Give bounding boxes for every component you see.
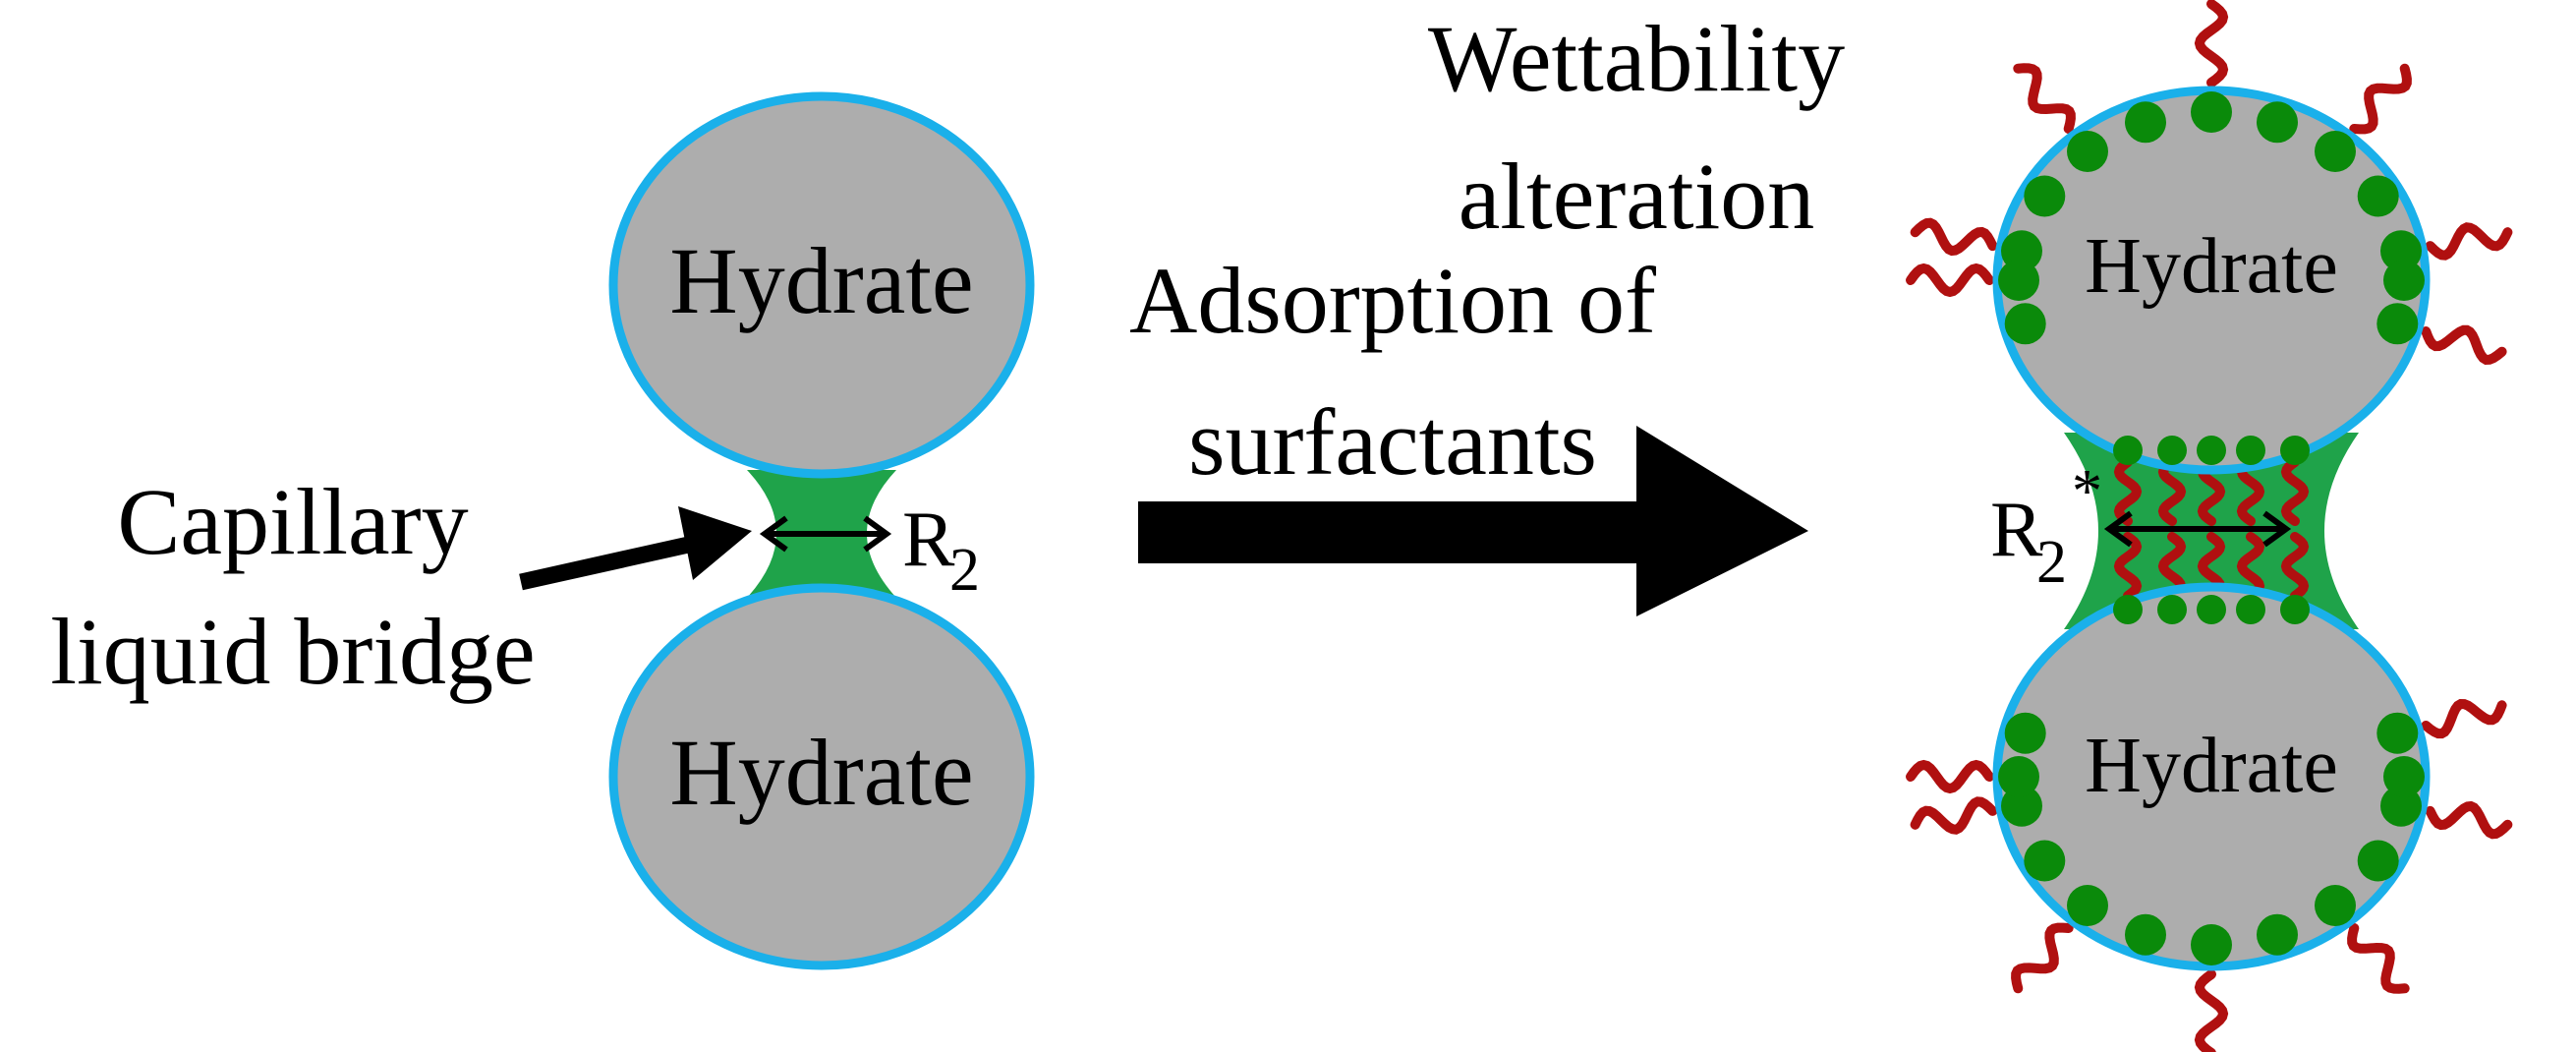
surfactant-head [2315,885,2356,926]
bridge-surfactant-tail [2280,532,2310,601]
surfactant-head [2125,101,2166,144]
bridge-surfactant-head [2197,436,2226,465]
bridge-surfactant-tail [2280,457,2310,526]
surfactant-head [2376,303,2419,345]
bridge-surfactant-head [2280,436,2310,465]
left-r2-double-arrow [759,515,892,553]
bridge-surfactant-head [2113,436,2143,465]
right-hydrate-pair: Hydrate Hydrate R 2 * [1906,0,2513,1052]
surfactant-head [2257,101,2298,144]
surfactant-tail [2194,969,2229,1052]
surfactant-head [2191,924,2232,965]
surfactant-head [1998,260,2039,301]
surfactant-tail [2421,324,2507,365]
bridge-surfactant-head [2197,595,2226,624]
surfactant-tail [1906,759,1994,794]
surfactant-tail [1910,796,1998,835]
right-r2star-subscript: 2 [2036,529,2067,596]
right-r2star-superscript: * [2072,458,2102,525]
right-hydrate-top [1992,86,2431,475]
surfactant-head [2004,712,2046,754]
surfactant-tail [2011,922,2074,994]
right-hydrate-bottom [1992,582,2431,971]
surfactant-tails [1906,0,2513,1052]
surfactant-tail [2421,698,2507,739]
surfactant-head [2004,303,2046,345]
bridge-surfactant-heads [2113,436,2310,624]
left-hydrate-pair: Hydrate Hydrate R 2 [608,91,1035,970]
left-hydrate-bottom [608,583,1035,970]
wettability-label-line1: Wettability [1428,6,1845,111]
surfactant-head [2357,175,2399,217]
surfactant-head [2067,131,2108,172]
left-hydrate-top [608,91,1035,479]
bridge-surfactant-tail [2113,457,2143,526]
process-arrow [1138,426,1808,616]
adsorption-label-line2: surfactants [1188,389,1597,495]
capillary-pointer-arrow [519,506,752,591]
capillary-label-line2: liquid bridge [50,599,535,704]
adsorption-label-line1: Adsorption of [1129,248,1656,353]
surfactant-tail [2425,222,2513,261]
bridge-surfactant-head [2236,436,2265,465]
capillary-label-line1: Capillary [117,469,468,574]
bridge-surfactant-tail [2236,532,2265,601]
surfactant-head [2257,913,2298,956]
surfactant-head [2383,756,2425,797]
surfactant-tail [2349,63,2412,135]
surfactant-tail [1906,263,1994,298]
surfactant-head [2357,840,2399,882]
right-hydrate-bottom-label: Hydrate [2085,723,2338,809]
surfactant-tail [2013,63,2076,134]
surfactant-head [2067,885,2108,926]
bridge-surfactant-tail [2157,457,2187,526]
bridge-surfactant-tail [2113,532,2143,601]
bridge-surfactant-head [2236,595,2265,624]
bridge-surfactant-head [2113,595,2143,624]
right-hydrate-top-label: Hydrate [2085,223,2338,310]
right-r2star-label: R [1990,487,2043,573]
left-hydrate-bottom-label: Hydrate [669,720,973,825]
surfactant-tail [2194,0,2229,88]
bridge-surfactant-head [2157,436,2187,465]
right-r2star-double-arrow [2103,510,2292,548]
surfactant-heads [1998,91,2425,965]
wettability-label-line2: alteration [1459,144,1814,249]
surfactant-head [2125,913,2166,956]
left-r2-label: R [902,497,955,583]
surfactant-head [1998,756,2039,797]
bridge-surfactant-head [2280,595,2310,624]
surfactant-tail [1910,217,1998,257]
surfactant-tail [2347,923,2410,994]
left-r2-subscript: 2 [949,537,980,604]
surfactant-head [2024,840,2066,882]
surfactant-head [2383,260,2425,301]
surfactant-head [2315,131,2356,172]
surfactant-head [2024,175,2066,217]
surfactant-tail [2425,800,2513,840]
surfactant-head [2191,91,2232,133]
bridge-surfactant-head [2157,595,2187,624]
left-hydrate-top-label: Hydrate [669,228,973,333]
surfactant-head [2376,712,2419,754]
